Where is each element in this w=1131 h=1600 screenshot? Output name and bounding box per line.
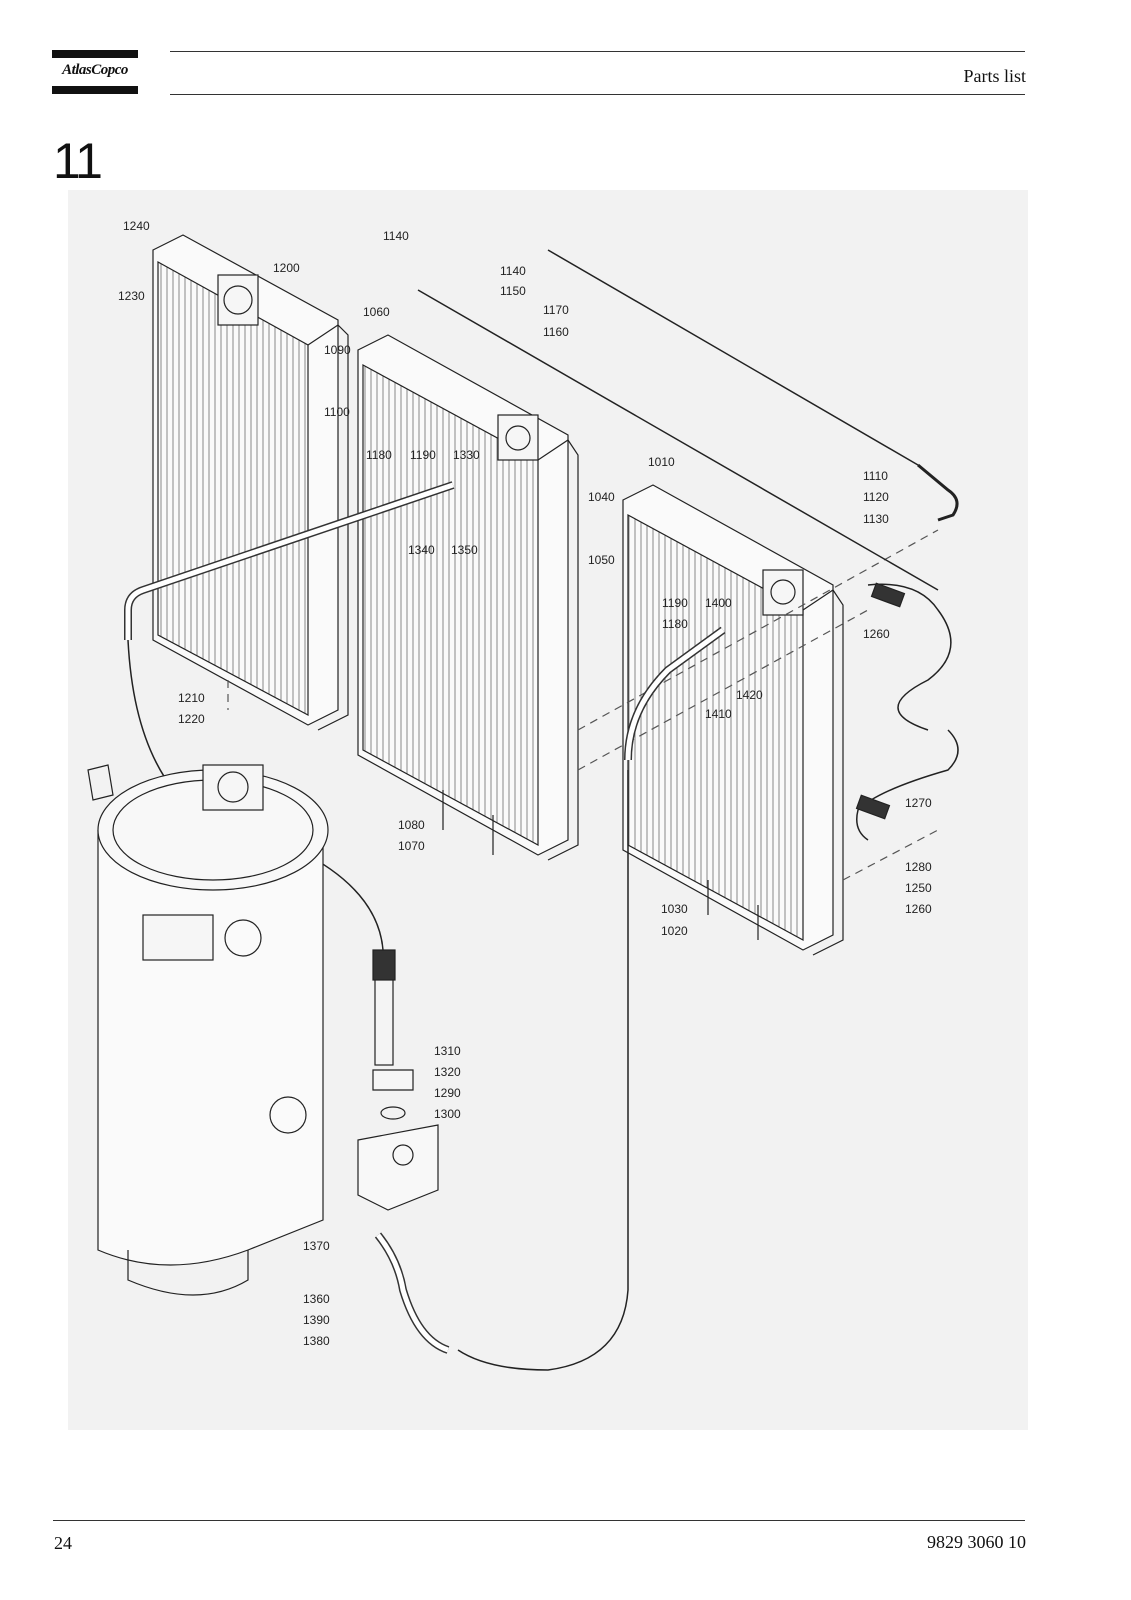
callout-label: 1350	[451, 543, 478, 557]
callout-label: 1390	[303, 1313, 330, 1327]
callout-label: 1140	[383, 229, 409, 243]
callout-label: 1410	[705, 707, 732, 721]
callout-label: 1010	[648, 455, 675, 469]
callout-label: 1130	[863, 512, 889, 526]
logo-text: AtlasCopco	[62, 62, 128, 78]
callout-label: 1250	[905, 881, 932, 895]
callout-label: 1420	[736, 688, 763, 702]
hose-1400	[457, 626, 726, 1371]
callout-label: 1120	[863, 490, 889, 504]
callout-label: 1240	[123, 219, 150, 233]
callout-label: 1340	[408, 543, 435, 557]
callout-label: 1140	[500, 264, 526, 278]
callout-label: 1100	[324, 405, 350, 419]
callout-label: 1320	[434, 1065, 461, 1079]
footer-rule	[53, 1520, 1025, 1521]
header-rule-top	[170, 51, 1025, 52]
page-number: 24	[54, 1533, 72, 1553]
atlas-copco-logo: AtlasCopco	[52, 50, 138, 94]
logo-bar-top	[52, 50, 138, 58]
header-title: Parts list	[963, 66, 1026, 86]
callout-label: 1370	[303, 1239, 330, 1253]
hose-1250	[855, 582, 959, 841]
callout-label: 1160	[543, 325, 569, 339]
callout-label: 1070	[398, 839, 425, 853]
exploded-parts-drawing: 1240 1230 1200 1140 1140 1150 1170 1160 …	[68, 190, 1028, 1430]
callout-label: 1080	[398, 818, 425, 832]
callout-label: 1170	[543, 303, 569, 317]
pipe-1290	[357, 949, 450, 1354]
callout-label: 1060	[363, 305, 390, 319]
callout-label: 1210	[178, 691, 205, 705]
callout-label: 1230	[118, 289, 145, 303]
callout-label: 1400	[705, 596, 732, 610]
callout-labels: 1240 1230 1200 1140 1140 1150 1170 1160 …	[118, 219, 932, 1348]
callout-label: 1110	[863, 469, 888, 483]
callout-label: 1290	[434, 1086, 461, 1100]
callout-label: 1020	[661, 924, 688, 938]
callout-label: 1180	[366, 448, 392, 462]
logo-bar-bottom	[52, 86, 138, 94]
cooler-1060	[357, 334, 579, 861]
callout-label: 1310	[434, 1044, 461, 1058]
section-number: 11	[53, 133, 103, 189]
callout-label: 1330	[453, 448, 480, 462]
callout-label: 1260	[863, 627, 890, 641]
callout-label: 1180	[662, 617, 688, 631]
callout-label: 1050	[588, 553, 615, 567]
callout-label: 1270	[905, 796, 932, 810]
callout-label: 1220	[178, 712, 205, 726]
callout-label: 1280	[905, 860, 932, 874]
callout-label: 1190	[662, 596, 688, 610]
cooler-1200	[152, 234, 349, 731]
document-number: 9829 3060 10	[927, 1532, 1026, 1552]
cooler-1010	[622, 484, 844, 956]
callout-label: 1260	[905, 902, 932, 916]
oil-vessel	[87, 764, 329, 1296]
callout-label: 1360	[303, 1292, 330, 1306]
callout-label: 1040	[588, 490, 615, 504]
callout-label: 1090	[324, 343, 351, 357]
callout-label: 1200	[273, 261, 300, 275]
tube-1150	[417, 249, 959, 591]
header-rule-bottom	[170, 94, 1025, 95]
callout-label: 1300	[434, 1107, 461, 1121]
callout-label: 1190	[410, 448, 436, 462]
callout-label: 1380	[303, 1334, 330, 1348]
callout-label: 1150	[500, 284, 526, 298]
callout-label: 1030	[661, 902, 688, 916]
